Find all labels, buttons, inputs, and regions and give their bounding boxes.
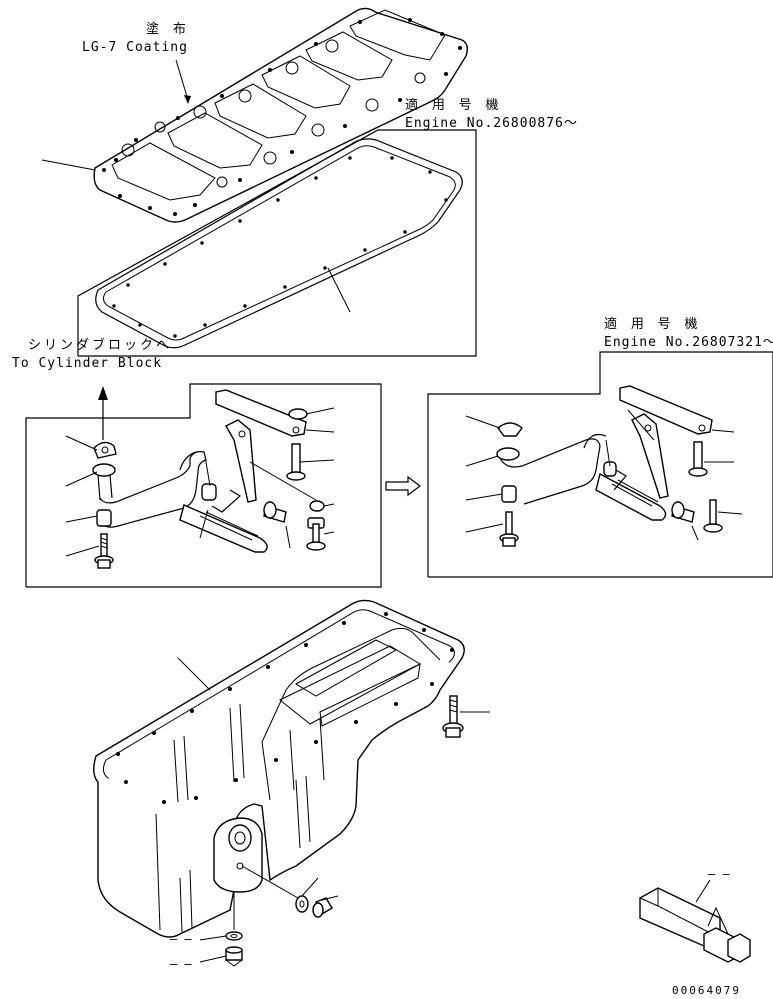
oil-pan-seal-gasket	[95, 138, 463, 349]
oil-pan	[93, 599, 465, 938]
engine-no-label-2: Engine No.26807321～	[604, 335, 773, 350]
leaders-box-2	[465, 409, 743, 541]
leaders-box-1	[65, 407, 335, 557]
coating-label: LG-7 Coating	[82, 40, 188, 55]
coating-label-jp: 塗 布	[146, 21, 189, 37]
dash-mark-3: – –	[708, 867, 730, 881]
suction-pipe-assembly-2	[496, 385, 723, 547]
special-tool	[639, 879, 751, 963]
dash-mark-1: – –	[170, 932, 192, 946]
right-arrow-icon	[385, 475, 421, 497]
drain-plug-set	[241, 865, 339, 918]
engine-no-label-jp-2: 適 用 号 機	[604, 316, 700, 332]
cylinder-block-label-jp: シリンダブロックへ	[28, 337, 172, 353]
drawing-code: 00064079	[672, 984, 741, 997]
suction-pipe-box-2	[427, 351, 773, 578]
engine-no-label-jp-1: 適 用 号 機	[405, 97, 501, 113]
suction-pipe-assembly-1	[92, 389, 326, 569]
suction-pipe-box-1	[25, 383, 382, 588]
gasket-plate	[93, 7, 469, 223]
pan-bolt	[442, 695, 490, 738]
engine-no-label-1: Engine No.26800876～	[405, 116, 578, 131]
engine-no-box-1	[77, 129, 477, 357]
drain-plug-bottom	[199, 892, 243, 967]
dash-mark-2: – –	[170, 957, 192, 971]
cylinder-block-label: To Cylinder Block	[12, 356, 162, 371]
up-arrow-icon	[98, 386, 108, 440]
